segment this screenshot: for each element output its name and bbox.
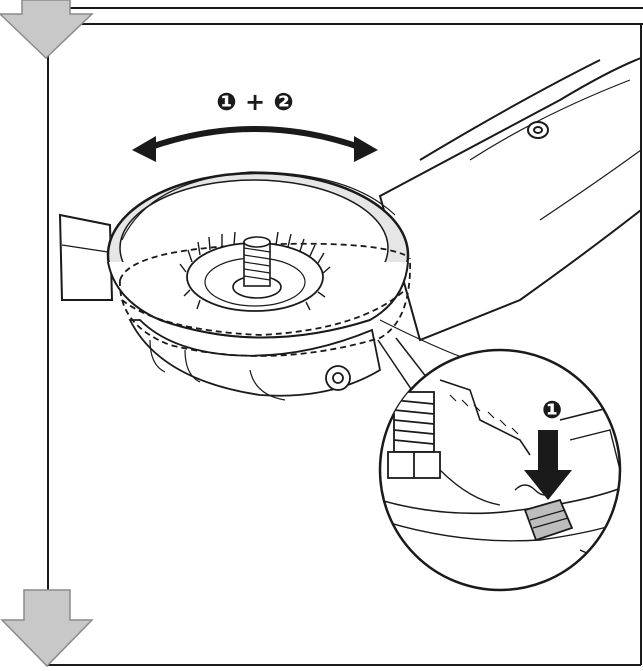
threaded-spindle <box>387 391 441 479</box>
step-label-one: ❶ <box>542 396 562 424</box>
detail-magnifier <box>378 348 622 592</box>
release-lever <box>514 484 574 542</box>
grinder-body <box>58 56 642 361</box>
flow-arrow-down-icon <box>0 589 94 668</box>
step-label-combined: ❶ + ❷ <box>216 88 293 116</box>
gear-head <box>128 319 382 401</box>
rotate-arrow-icon <box>132 126 378 162</box>
guard-band-highlight <box>119 242 411 357</box>
spindle-flange <box>179 231 331 312</box>
flow-arrow-down-icon <box>0 0 94 60</box>
press-arrow-down-icon <box>524 430 572 500</box>
